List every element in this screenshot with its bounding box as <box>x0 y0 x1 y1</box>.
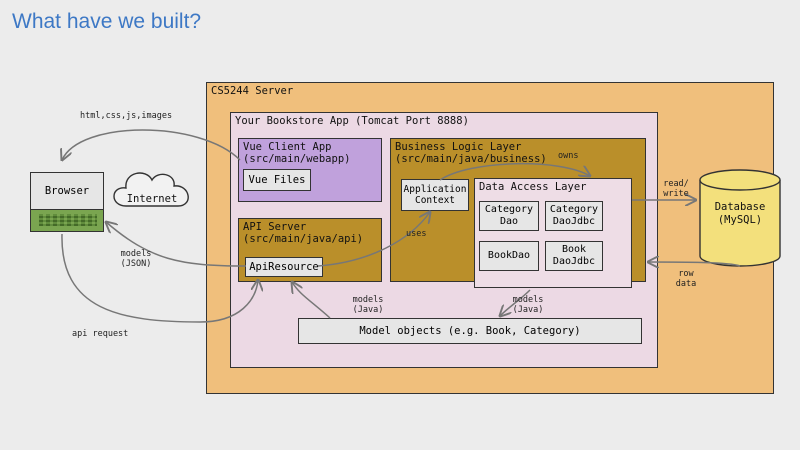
vue-client-title: Vue Client App <box>243 141 332 153</box>
edge-label-read-write-2: write <box>663 189 689 199</box>
arrow-uses <box>317 212 430 267</box>
book-daojdbc-box: Book DaoJdbc <box>545 241 603 271</box>
edge-label-row-data-1: row <box>678 269 694 279</box>
edge-label-models-json-2: (JSON) <box>121 259 152 269</box>
browser-keyboard-icon <box>30 210 104 232</box>
edge-label-owns: owns <box>558 151 578 161</box>
internet-label: Internet <box>127 193 178 205</box>
application-context-box: Application Context <box>401 179 469 211</box>
arrow-api-request <box>61 233 258 323</box>
api-resource-box: ApiResource <box>245 257 323 277</box>
edge-label-read-write-1: read/ <box>663 179 689 189</box>
vue-client-path: (src/main/webapp) <box>243 153 351 165</box>
edge-label-uses: uses <box>406 229 426 239</box>
api-server-box: API Server (src/main/java/api) ApiResour… <box>238 218 382 282</box>
edge-label-api-request: api request <box>72 329 128 339</box>
edge-label-models-java-left-1: models <box>353 295 384 305</box>
cloud-icon <box>113 172 189 207</box>
edge-label-models-java-right-2: (Java) <box>513 305 544 315</box>
api-server-path: (src/main/java/api) <box>243 233 364 245</box>
edge-label-static-assets: html,css,js,images <box>80 111 172 121</box>
database-label-1: Database <box>715 201 766 213</box>
vue-files-box: Vue Files <box>243 169 311 191</box>
arrow-models-json <box>106 222 247 267</box>
database-label-2: (MySQL) <box>718 214 762 226</box>
book-dao-box: BookDao <box>479 241 539 271</box>
arrow-owns <box>439 162 590 181</box>
category-daojdbc-box: Category DaoJdbc <box>545 201 603 231</box>
edge-label-models-json-1: models <box>121 249 152 259</box>
arrow-row-data <box>648 262 741 266</box>
business-title: Business Logic Layer <box>395 141 522 153</box>
slide-title: What have we built? <box>12 10 202 33</box>
api-server-title: API Server <box>243 221 307 233</box>
category-dao-box: Category Dao <box>479 201 539 231</box>
data-access-layer-box: Data Access Layer Category Dao Category … <box>474 178 632 288</box>
edge-label-row-data-2: data <box>676 279 696 289</box>
database-icon <box>699 169 781 267</box>
server-label: CS5244 Server <box>211 85 294 97</box>
browser-box: Browser <box>30 172 104 210</box>
app-label: Your Bookstore App (Tomcat Port 8888) <box>235 115 469 127</box>
edge-label-models-java-right-1: models <box>513 295 544 305</box>
arrow-static-assets <box>62 129 241 160</box>
business-path: (src/main/java/business) <box>395 153 547 165</box>
edge-label-models-java-left-2: (Java) <box>353 305 384 315</box>
arrow-models-java-right <box>500 289 531 316</box>
data-access-title: Data Access Layer <box>479 181 587 193</box>
arrow-models-java-left <box>292 282 331 319</box>
model-objects-box: Model objects (e.g. Book, Category) <box>298 318 642 344</box>
vue-client-box: Vue Client App (src/main/webapp) Vue Fil… <box>238 138 382 202</box>
